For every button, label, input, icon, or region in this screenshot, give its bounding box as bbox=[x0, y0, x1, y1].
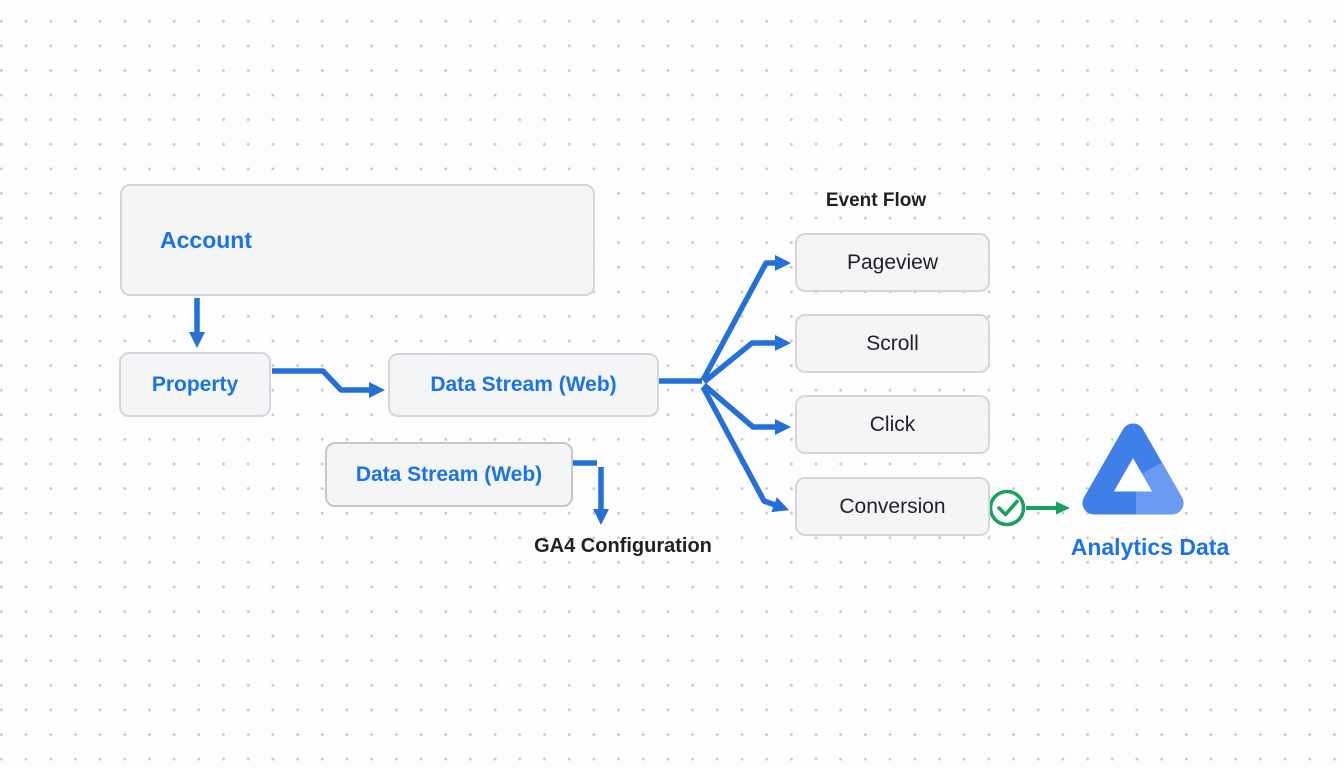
node-click-label: Click bbox=[869, 412, 916, 436]
node-data-stream-1-label: Data Stream (Web) bbox=[430, 373, 617, 396]
node-scroll-label: Scroll bbox=[866, 331, 919, 355]
edge-fan-scroll bbox=[702, 335, 791, 385]
check-circle-icon bbox=[988, 489, 1070, 527]
node-account-label: Account bbox=[160, 226, 252, 253]
node-data-stream-2-label: Data Stream (Web) bbox=[355, 462, 543, 486]
analytics-data-label: Analytics Data bbox=[1070, 534, 1230, 560]
node-account[interactable]: Account bbox=[120, 184, 595, 296]
edge-fan-click bbox=[702, 382, 791, 435]
analytics-triangle-logo bbox=[1082, 423, 1184, 515]
node-pageview-label: Pageview bbox=[846, 250, 939, 274]
node-conversion[interactable]: Conversion bbox=[795, 477, 990, 536]
node-scroll[interactable]: Scroll bbox=[795, 314, 990, 373]
edge-property-datastream bbox=[272, 368, 385, 398]
event-flow-heading: Event Flow bbox=[825, 190, 927, 211]
node-pageview[interactable]: Pageview bbox=[795, 233, 990, 292]
node-data-stream-web-2[interactable]: Data Stream (Web) bbox=[325, 442, 573, 507]
node-property-label: Property bbox=[151, 372, 239, 396]
node-conversion-label: Conversion bbox=[839, 494, 946, 518]
ga4-configuration-label: GA4 Configuration bbox=[534, 535, 712, 557]
node-data-stream-web-1[interactable]: Data Stream (Web) bbox=[388, 353, 659, 417]
edge-fan-pageview bbox=[700, 255, 791, 382]
edge-fan-conversion bbox=[700, 385, 790, 513]
node-click[interactable]: Click bbox=[795, 395, 990, 454]
node-property[interactable]: Property bbox=[119, 352, 271, 417]
